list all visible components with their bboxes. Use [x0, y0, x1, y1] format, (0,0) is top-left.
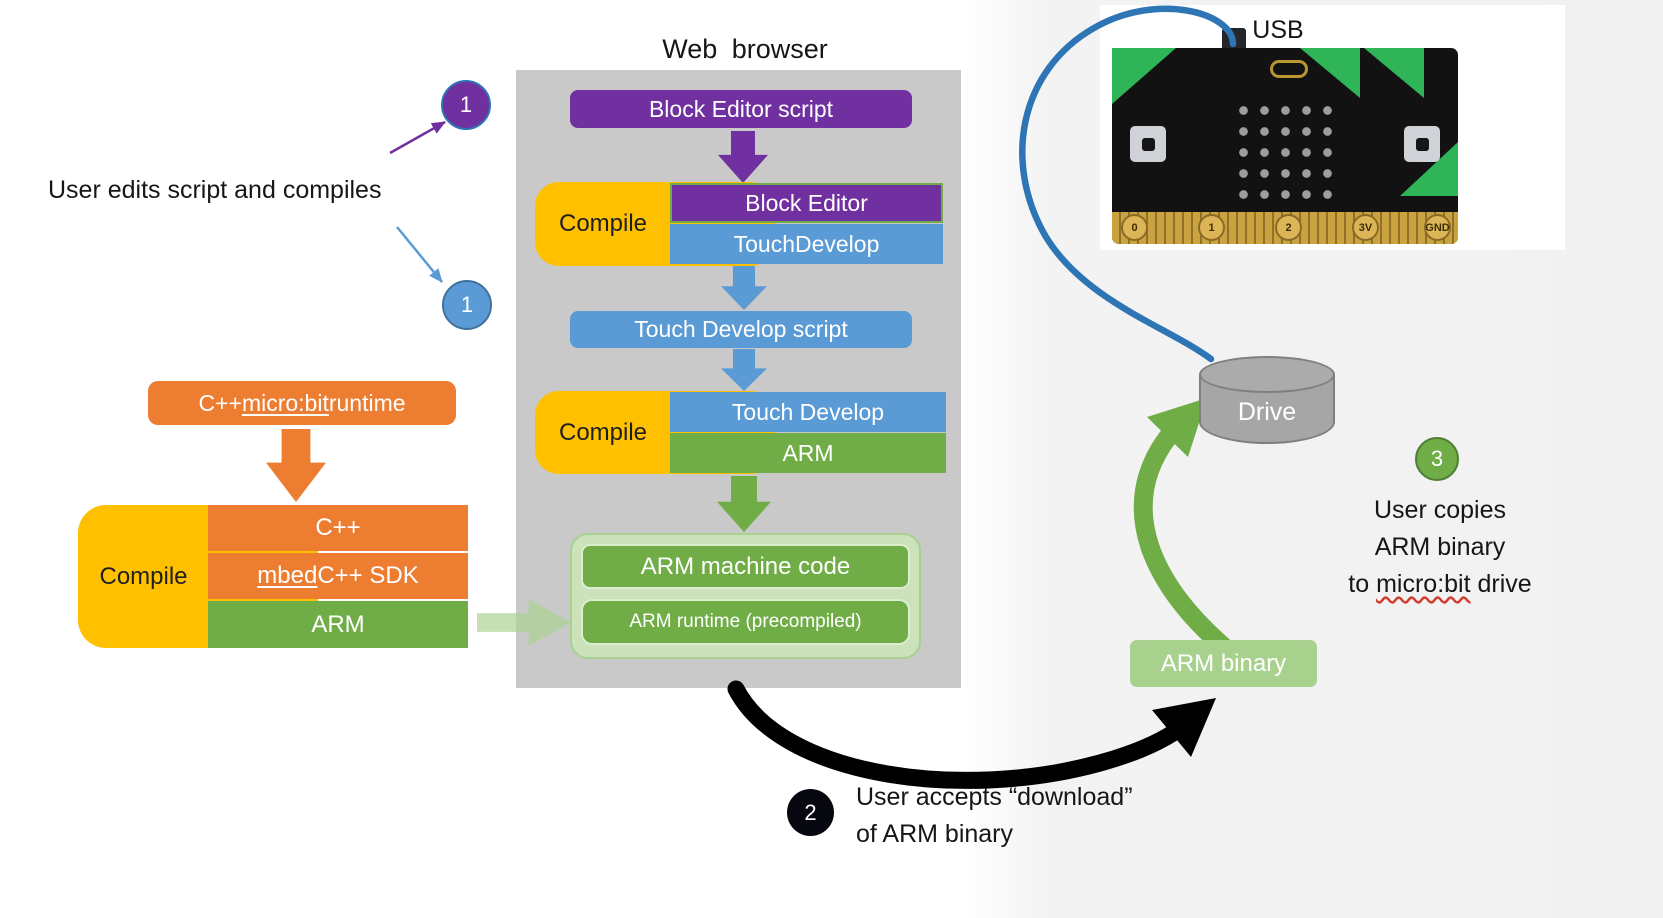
blue-pointer-arrow	[396, 226, 443, 283]
green-upload-arrowhead-icon	[1147, 398, 1207, 457]
copies-microbit: micro:bit	[1376, 570, 1471, 598]
user-accepts-line2: of ARM binary	[856, 820, 1014, 848]
led-matrix	[1233, 100, 1338, 205]
cpp-runtime-pre: C++	[198, 389, 242, 416]
board-triangle-icon	[1112, 48, 1176, 104]
compile1-source-row: Block Editor	[670, 183, 943, 223]
compile2-source-row: Touch Develop	[670, 392, 946, 432]
step3-badge: 3	[1415, 437, 1459, 481]
cpp-runtime-post: runtime	[328, 389, 406, 416]
microbit-board: 0 1 2 3V GND	[1112, 48, 1458, 244]
user-copies-line2: ARM binary	[1374, 533, 1506, 561]
copies-post: drive	[1470, 570, 1532, 598]
step1-blue-badge: 1	[442, 280, 492, 330]
pin-1: 1	[1198, 214, 1225, 241]
pin-0: 0	[1121, 214, 1148, 241]
button-a-core	[1141, 137, 1155, 151]
button-b	[1404, 126, 1440, 162]
cpp-runtime-link: micro:bit	[241, 389, 329, 416]
pin-gnd: GND	[1424, 214, 1451, 241]
drive-label: Drive	[1237, 398, 1297, 426]
arm-binary-box: ARM binary	[1130, 640, 1317, 687]
green-upload-arrow	[1133, 427, 1241, 663]
copies-pre: to	[1348, 570, 1377, 598]
purple-pointer-arrow	[389, 120, 446, 155]
arrow-down-orange-icon	[266, 429, 326, 502]
native-row-mbed: mbed C++ SDK	[208, 553, 468, 599]
mbed-link: mbed	[257, 562, 318, 589]
pin-2: 2	[1275, 214, 1302, 241]
black-download-arrowhead-icon	[1152, 698, 1216, 757]
pin-3v: 3V	[1352, 214, 1379, 241]
cpp-runtime-box: C++ micro:bit runtime	[148, 381, 456, 425]
step2-badge: 2	[787, 789, 834, 836]
board-triangle-icon	[1364, 48, 1424, 98]
user-copies-line1: User copies	[1374, 496, 1506, 524]
native-row-arm: ARM	[208, 601, 468, 648]
native-row-cpp: C++	[208, 505, 468, 551]
user-copies-line3: to micro:bit drive	[1300, 566, 1580, 603]
user-accepts-line1: User accepts “download”	[856, 783, 1133, 811]
compile1-target-row: TouchDevelop	[670, 224, 943, 264]
black-download-arrow	[727, 680, 1182, 789]
touch-develop-script-box: Touch Develop script	[570, 311, 912, 348]
board-triangle-icon	[1300, 48, 1360, 98]
step1-purple-badge: 1	[441, 80, 491, 130]
compile2-target-row: ARM	[670, 433, 946, 473]
user-accepts-label: User accepts “download” of ARM binary	[856, 779, 1196, 853]
mbed-rest: C++ SDK	[317, 562, 419, 589]
usb-label: USB	[1252, 16, 1304, 44]
board-oval-pad	[1270, 60, 1308, 78]
web-browser-title: Web browser	[662, 34, 828, 64]
drive-cylinder-top	[1199, 356, 1335, 393]
native-compile-label: Compile	[99, 562, 188, 590]
user-edits-label: User edits script and compiles	[48, 176, 382, 204]
block-editor-script-box: Block Editor script	[570, 90, 912, 128]
button-b-core	[1415, 137, 1429, 151]
button-a	[1130, 126, 1166, 162]
compile2-label: Compile	[558, 418, 648, 446]
user-copies-label: User copies ARM binary to micro:bit driv…	[1300, 492, 1580, 603]
arm-runtime-box: ARM runtime (precompiled)	[581, 599, 910, 645]
arm-machine-code-box: ARM machine code	[581, 544, 910, 589]
compile1-label: Compile	[558, 210, 648, 237]
